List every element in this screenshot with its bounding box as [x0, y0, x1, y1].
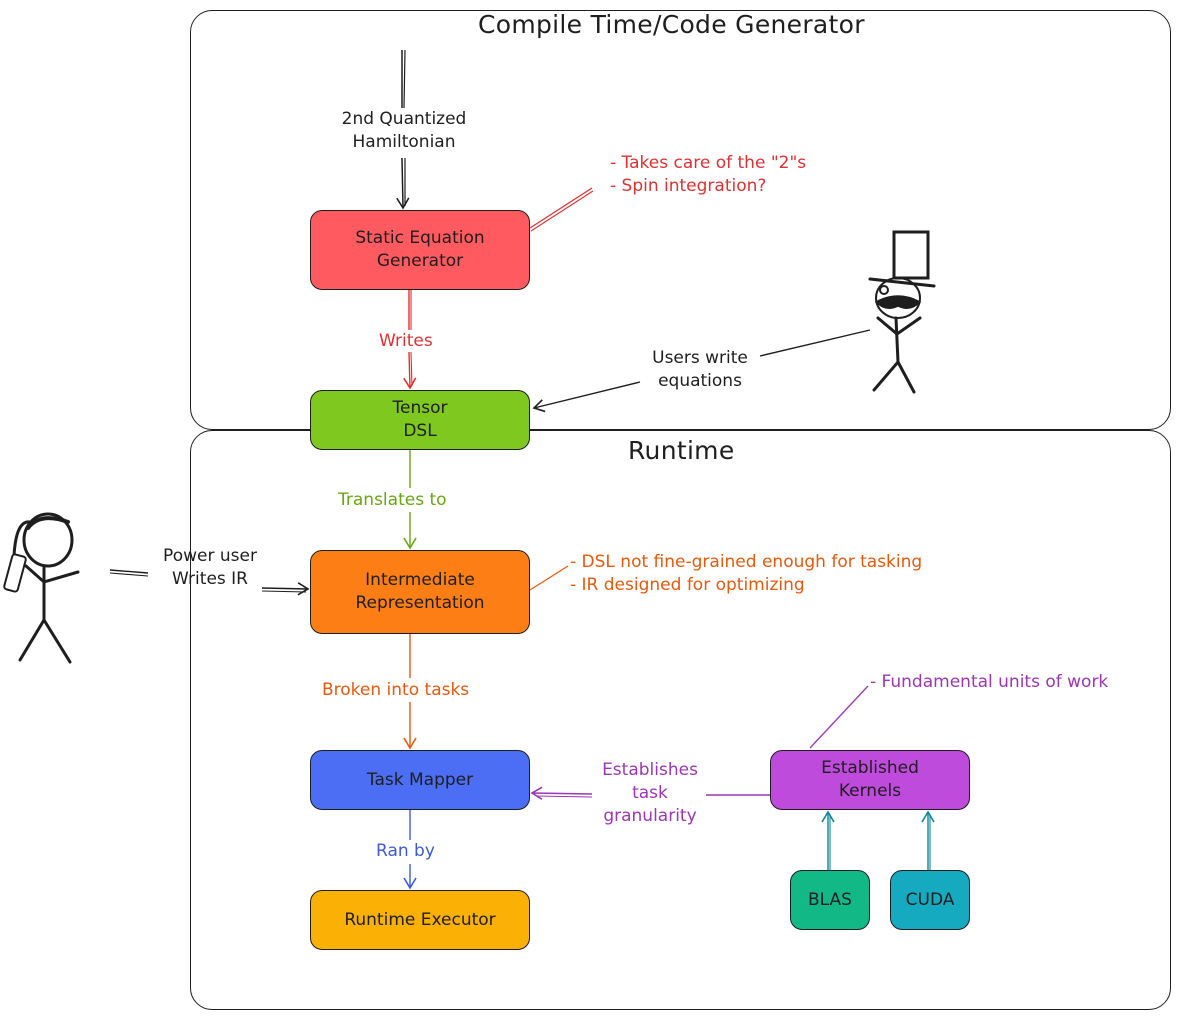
- hamiltonian-label-line-1: 2nd Quantized: [341, 109, 467, 129]
- tensor-dsl-node[interactable]: Tensor DSL: [310, 390, 530, 450]
- cuda-node[interactable]: CUDA: [890, 870, 970, 930]
- intermediate-representation-node[interactable]: Intermediate Representation: [310, 550, 530, 634]
- translates-to-label: Translates to: [338, 490, 447, 510]
- runtime-title: Runtime: [628, 436, 735, 465]
- users-write-label: Users write equations: [630, 347, 770, 393]
- establishes-granularity-label: Establishes task granularity: [580, 759, 720, 828]
- establishes-line-1: Establishes: [602, 760, 698, 780]
- ir-note-line-1: - DSL not fine-grained enough for taskin…: [570, 552, 923, 572]
- kernels-note: - Fundamental units of work: [870, 671, 1108, 694]
- establishes-line-2: task: [632, 783, 668, 803]
- kernels-note-line-1: - Fundamental units of work: [870, 672, 1109, 692]
- power-user-line-1: Power user: [163, 546, 257, 566]
- static-note-line-1: - Takes care of the "2"s: [610, 153, 807, 173]
- ran-by-label: Ran by: [376, 841, 435, 861]
- users-write-line-1: Users write: [652, 348, 748, 368]
- ponytail-stick-figure-icon: [3, 512, 80, 664]
- writes-label: Writes: [379, 331, 433, 351]
- broken-into-tasks-label: Broken into tasks: [322, 680, 470, 700]
- static-equation-generator-node[interactable]: Static Equation Generator: [310, 210, 530, 290]
- static-note-line-2: - Spin integration?: [610, 176, 767, 196]
- static-generator-note: - Takes care of the "2"s - Spin integrat…: [610, 152, 806, 198]
- power-user-line-2: Writes IR: [172, 569, 248, 589]
- established-kernels-node[interactable]: Established Kernels: [770, 750, 970, 810]
- runtime-region: [190, 430, 1171, 1010]
- users-write-line-2: equations: [658, 371, 742, 391]
- compile-time-title: Compile Time/Code Generator: [478, 10, 865, 39]
- establishes-line-3: granularity: [603, 806, 697, 826]
- task-mapper-node[interactable]: Task Mapper: [310, 750, 530, 810]
- hamiltonian-input-label: 2nd Quantized Hamiltonian: [324, 108, 484, 154]
- ir-note-line-2: - IR designed for optimizing: [570, 575, 805, 595]
- runtime-executor-node[interactable]: Runtime Executor: [310, 890, 530, 950]
- compile-time-region: [190, 10, 1171, 430]
- power-user-label: Power user Writes IR: [140, 545, 280, 591]
- hamiltonian-label-line-2: Hamiltonian: [352, 132, 456, 152]
- blas-node[interactable]: BLAS: [790, 870, 870, 930]
- ir-note: - DSL not fine-grained enough for taskin…: [570, 551, 922, 597]
